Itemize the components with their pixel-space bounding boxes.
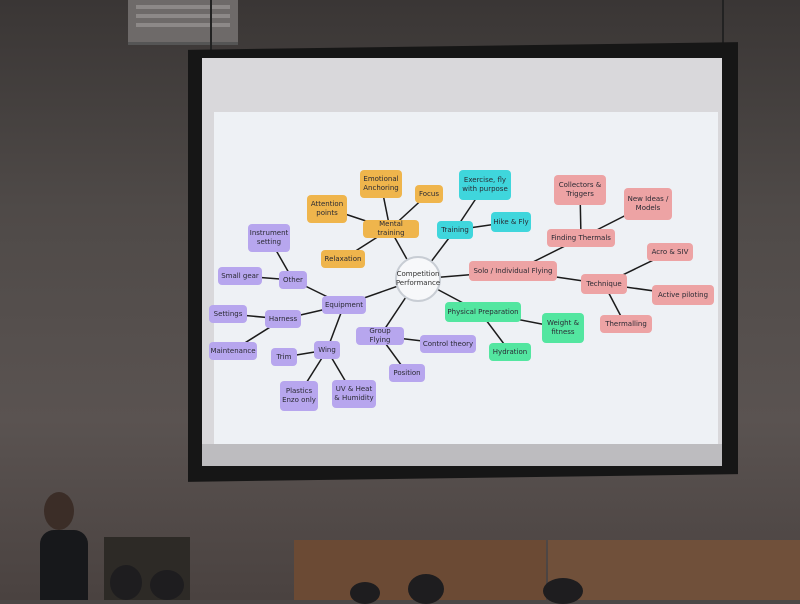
node-equipment: Equipment bbox=[322, 296, 366, 314]
presenter-head bbox=[44, 492, 74, 530]
node-maintenance: Maintenance bbox=[209, 342, 257, 360]
node-attention-points: Attention points bbox=[307, 195, 347, 223]
node-thermalling: Thermalling bbox=[600, 315, 652, 333]
node-small-gear: Small gear bbox=[218, 267, 262, 285]
node-weight-fitness: Weight & fitness bbox=[542, 313, 584, 343]
node-hike-and-fly: Hike & Fly bbox=[491, 212, 531, 232]
node-uv-heat-humidity: UV & Heat & Humidity bbox=[332, 380, 376, 408]
node-finding-thermals: Finding Thermals bbox=[547, 229, 615, 247]
audience-head bbox=[110, 565, 142, 600]
node-instrument-setting: Instrument setting bbox=[248, 224, 290, 252]
node-acro-siv: Acro & SIV bbox=[647, 243, 693, 261]
node-hydration: Hydration bbox=[489, 343, 531, 361]
node-position: Position bbox=[389, 364, 425, 382]
node-solo-individual-flying: Solo / Individual Flying bbox=[469, 261, 557, 281]
node-wing: Wing bbox=[314, 341, 340, 359]
node-mental-training: Mental training bbox=[363, 220, 419, 238]
node-relaxation: Relaxation bbox=[321, 250, 365, 268]
node-group-flying: Group Flying bbox=[356, 327, 404, 345]
node-physical-preparation: Physical Preparation bbox=[445, 302, 521, 322]
node-technique: Technique bbox=[581, 274, 627, 294]
central-node: Competition Performance bbox=[395, 256, 441, 302]
audience-head bbox=[543, 578, 583, 604]
presenter-body bbox=[40, 530, 88, 600]
node-other: Other bbox=[279, 271, 307, 289]
node-exercise-fly-with-purpose: Exercise, fly with purpose bbox=[459, 170, 511, 200]
node-emotional-anchoring: Emotional Anchoring bbox=[360, 170, 402, 198]
audience-head bbox=[350, 582, 380, 604]
node-plastics-enzo-only: Plastics Enzo only bbox=[280, 381, 318, 411]
audience-head bbox=[150, 570, 184, 600]
node-harness: Harness bbox=[265, 310, 301, 328]
node-training: Training bbox=[437, 221, 473, 239]
wall-panel-right bbox=[548, 540, 800, 600]
node-settings: Settings bbox=[209, 305, 247, 323]
node-active-piloting: Active piloting bbox=[652, 285, 714, 305]
node-collectors-triggers: Collectors & Triggers bbox=[554, 175, 606, 205]
node-trim: Trim bbox=[271, 348, 297, 366]
node-new-ideas-models: New Ideas / Models bbox=[624, 188, 672, 220]
node-focus: Focus bbox=[415, 185, 443, 203]
node-control-theory: Control theory bbox=[420, 335, 476, 353]
